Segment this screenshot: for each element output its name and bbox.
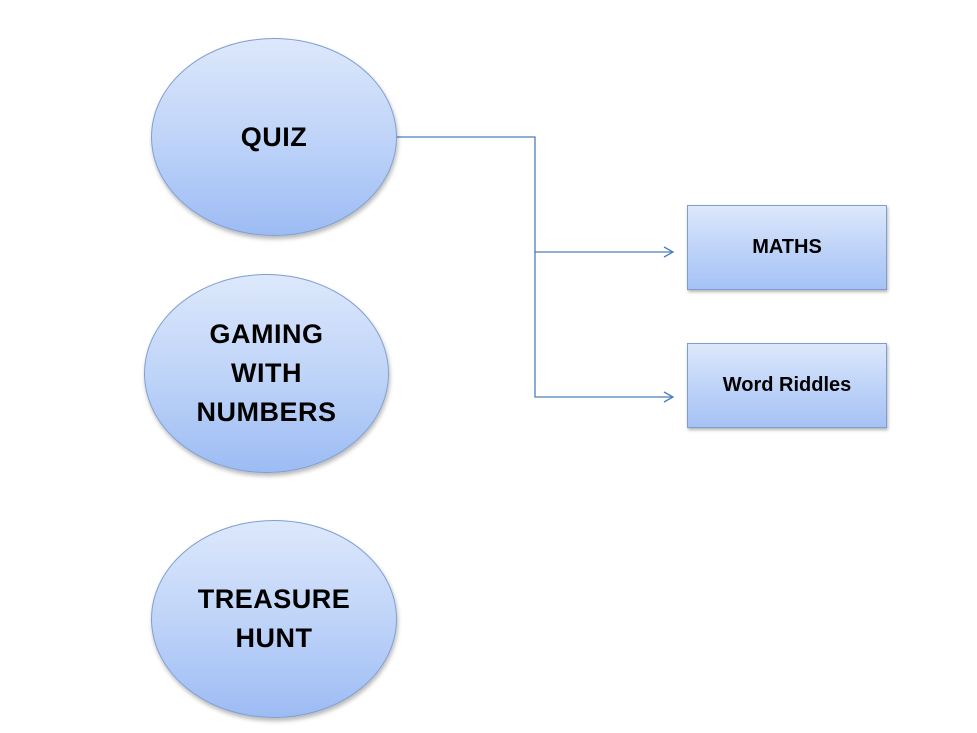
connector-quiz-to-word-riddles xyxy=(534,252,675,403)
quiz-label: QUIZ xyxy=(240,121,308,152)
word-riddles-label: Word Riddles xyxy=(722,374,852,396)
maths-label: MATHS xyxy=(752,236,822,258)
treasure-hunt-node[interactable]: TREASURE HUNT xyxy=(151,520,397,718)
word-riddles-node[interactable]: Word Riddles xyxy=(687,343,887,428)
gaming-with-numbers-label: GAMING WITH NUMBERS xyxy=(196,319,337,427)
quiz-node[interactable]: QUIZ xyxy=(151,38,397,236)
treasure-hunt-label: TREASURE HUNT xyxy=(197,584,351,653)
maths-node[interactable]: MATHS xyxy=(687,205,887,290)
gaming-with-numbers-node[interactable]: GAMING WITH NUMBERS xyxy=(144,274,389,473)
connector-quiz-to-maths xyxy=(397,136,675,258)
